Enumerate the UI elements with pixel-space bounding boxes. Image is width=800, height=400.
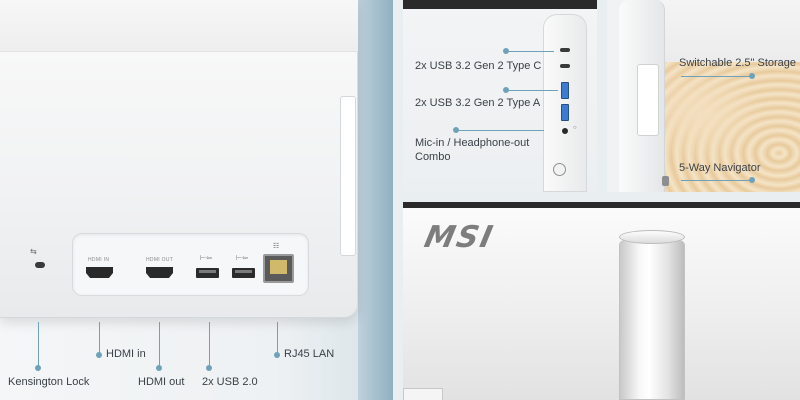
callout-hdmi-out: HDMI out — [138, 376, 185, 388]
guide-dot — [96, 352, 102, 358]
guide-line — [277, 322, 278, 358]
callout-usb-c: 2x USB 3.2 Gen 2 Type C — [415, 60, 542, 72]
usb-icon: ⊢⇦ — [236, 255, 248, 262]
callout-kensington-lock: Kensington Lock — [8, 376, 90, 388]
rear-top-lip — [0, 0, 358, 52]
guide-line — [681, 180, 751, 181]
rear-ports-panel: ⇆ HDMI IN HDMI OUT ⊢⇦ ⊢⇦ ☷ Kensington Lo… — [0, 0, 393, 400]
monitor-back-cover — [403, 208, 800, 400]
callout-usb-a: 2x USB 3.2 Gen 2 Type A — [415, 97, 541, 109]
guide-line — [506, 51, 554, 52]
guide-line — [99, 322, 100, 358]
kensington-lock-slot — [35, 262, 45, 268]
callout-hdmi-in: HDMI in — [106, 348, 146, 360]
storage-panel: Switchable 2.5" Storage 5-Way Navigator — [607, 0, 800, 192]
power-button — [553, 163, 566, 176]
logo-stand-panel: MSI — [403, 202, 800, 400]
rj45-lan-port — [263, 254, 294, 283]
usb-2-port-1 — [196, 268, 219, 278]
monitor-stand-neck — [619, 235, 685, 400]
kensington-lock-icon: ⇆ — [30, 247, 37, 256]
wood-background — [659, 62, 800, 192]
callout-navigator: 5-Way Navigator — [679, 162, 761, 174]
side-port-strip — [543, 14, 587, 192]
callout-audio-line2: Combo — [415, 151, 451, 163]
hdmi-in-port — [86, 267, 113, 278]
guide-dot — [35, 365, 41, 371]
callout-audio-line1: Mic-in / Headphone-out — [415, 137, 530, 149]
network-icon: ☷ — [273, 243, 280, 250]
guide-dot — [274, 352, 280, 358]
msi-logo: MSI — [421, 220, 498, 255]
callout-rj45-lan: RJ45 LAN — [284, 348, 335, 360]
monitor-bottom-edge — [403, 202, 800, 208]
rear-side-slot — [340, 96, 356, 256]
guide-dot — [156, 365, 162, 371]
usb-c-port-2 — [560, 64, 570, 68]
navigator-joystick — [662, 176, 669, 186]
callout-storage: Switchable 2.5" Storage — [679, 57, 797, 69]
side-ports-panel: ○ 2x USB 3.2 Gen 2 Type C 2x USB 3.2 Gen… — [403, 0, 597, 192]
audio-jack — [562, 128, 568, 134]
guide-dot — [206, 365, 212, 371]
guide-dot — [749, 73, 755, 79]
background-gradient — [358, 0, 393, 400]
hdmi-out-port-label: HDMI OUT — [146, 257, 174, 263]
guide-line — [209, 322, 210, 368]
callout-usb-2: 2x USB 2.0 — [202, 376, 258, 388]
hdmi-in-port-label: HDMI IN — [88, 257, 110, 263]
monitor-stand-top — [619, 230, 685, 244]
guide-line — [506, 90, 558, 91]
guide-line — [159, 322, 160, 368]
usb-2-port-2 — [232, 268, 255, 278]
usb-c-port-1 — [560, 48, 570, 52]
storage-slot — [637, 64, 659, 136]
guide-line — [681, 76, 751, 77]
usb-a-port-2 — [561, 104, 569, 121]
guide-line — [38, 322, 39, 368]
monitor-top-edge — [403, 0, 597, 9]
wall-background — [659, 0, 800, 62]
usb-icon: ⊢⇦ — [200, 255, 212, 262]
hdmi-out-port — [146, 267, 173, 278]
monitor-base-corner — [403, 388, 443, 400]
guide-dot — [749, 177, 755, 183]
usb-a-port-1 — [561, 82, 569, 99]
headphone-icon: ○ — [573, 125, 577, 131]
guide-line — [456, 130, 544, 131]
